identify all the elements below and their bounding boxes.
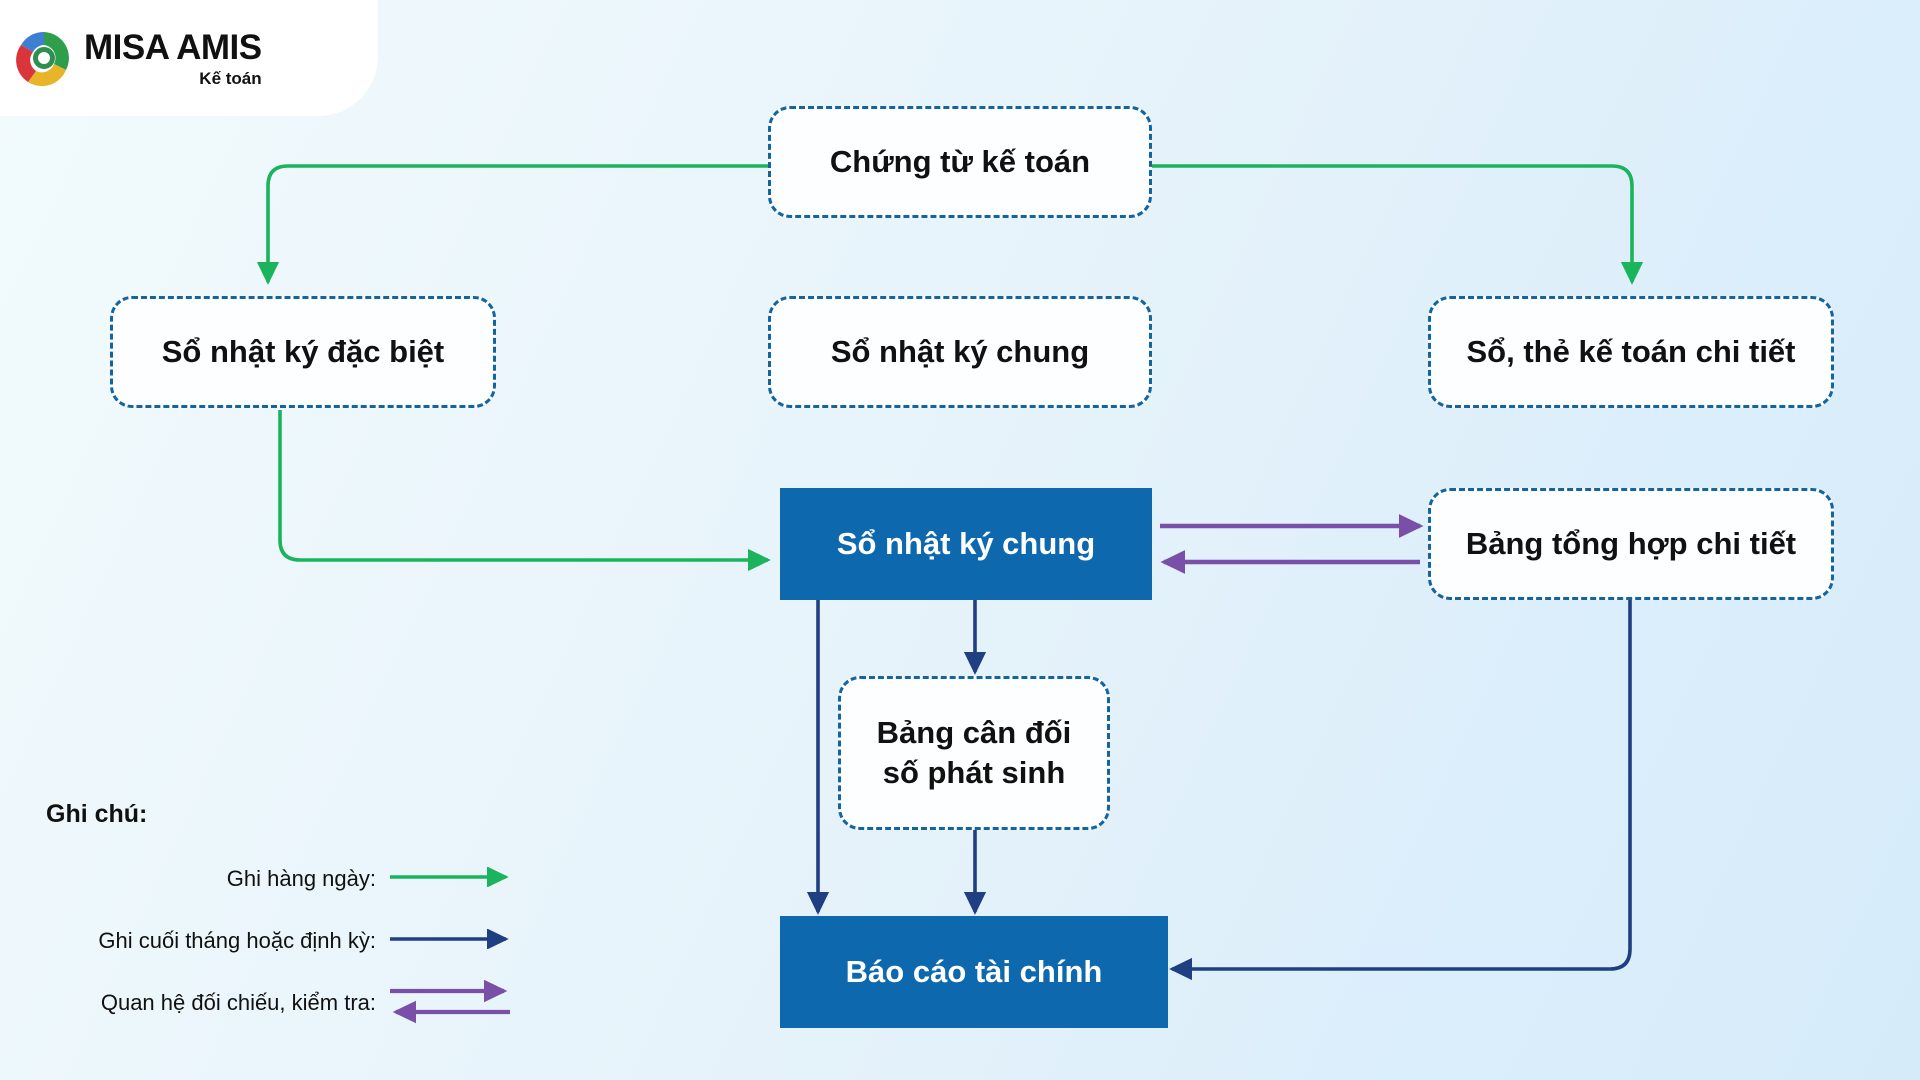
- brand-badge: MISA AMIS Kế toán: [0, 0, 378, 116]
- legend-item-daily: Ghi hàng ngày:: [46, 853, 518, 905]
- node-label: Sổ, thẻ kế toán chi tiết: [1466, 334, 1796, 370]
- legend-item-crosscheck: Quan hệ đối chiếu, kiểm tra:: [46, 977, 518, 1029]
- node-label: Sổ nhật ký chung: [830, 334, 1090, 370]
- legend: Ghi chú: Ghi hàng ngày: Ghi cuối tháng h…: [46, 800, 518, 1039]
- node-label-line-2: số phát sinh: [882, 755, 1066, 790]
- legend-title: Ghi chú:: [46, 800, 148, 828]
- edge-nhatkydacbiet-to-nhatkychung: [278, 410, 771, 572]
- single-right-arrow-icon: [388, 927, 518, 954]
- misa-swirl-logo-icon: [14, 28, 74, 88]
- legend-label: Ghi cuối tháng hoặc định kỳ:: [98, 928, 376, 953]
- edge-chungtu-to-sotheketoan: [1152, 164, 1644, 285]
- node-label: Bảng tổng hợp chi tiết: [1465, 526, 1797, 562]
- double-opposed-arrows-icon: [388, 978, 518, 1029]
- edge-bangtonghop-to-baocao: [1169, 600, 1632, 981]
- node-so-nhat-ky-dac-biet[interactable]: Sổ nhật ký đặc biệt: [110, 296, 496, 408]
- edge-chungtu-to-nhatkydacbiet: [256, 164, 768, 285]
- brand-title: MISA AMIS: [84, 27, 262, 67]
- node-so-nhat-ky-chung-top[interactable]: Sổ nhật ký chung: [768, 296, 1152, 408]
- node-label: Sổ nhật ký đặc biệt: [161, 334, 445, 370]
- node-label: Sổ nhật ký chung: [836, 526, 1096, 562]
- brand-subtitle: Kế toán: [199, 68, 262, 88]
- node-label: Chứng từ kế toán: [829, 144, 1091, 180]
- legend-label: Quan hệ đối chiếu, kiểm tra:: [100, 990, 376, 1015]
- node-bang-tong-hop-chi-tiet[interactable]: Bảng tổng hợp chi tiết: [1428, 488, 1834, 600]
- node-label-line-1: Bảng cân đối: [876, 715, 1072, 751]
- node-so-the-ke-toan-chi-tiet[interactable]: Sổ, thẻ kế toán chi tiết: [1428, 296, 1834, 408]
- single-right-arrow-icon: [388, 865, 518, 892]
- legend-item-periodic: Ghi cuối tháng hoặc định kỳ:: [46, 915, 518, 967]
- node-label: Báo cáo tài chính: [845, 954, 1103, 990]
- node-so-nhat-ky-chung-main[interactable]: Sổ nhật ký chung: [780, 488, 1152, 600]
- node-chung-tu-ke-toan[interactable]: Chứng từ kế toán: [768, 106, 1152, 218]
- legend-label: Ghi hàng ngày:: [226, 866, 376, 891]
- node-bang-can-doi-so-phat-sinh[interactable]: Bảng cân đối số phát sinh: [838, 676, 1110, 830]
- node-bao-cao-tai-chinh[interactable]: Báo cáo tài chính: [780, 916, 1168, 1028]
